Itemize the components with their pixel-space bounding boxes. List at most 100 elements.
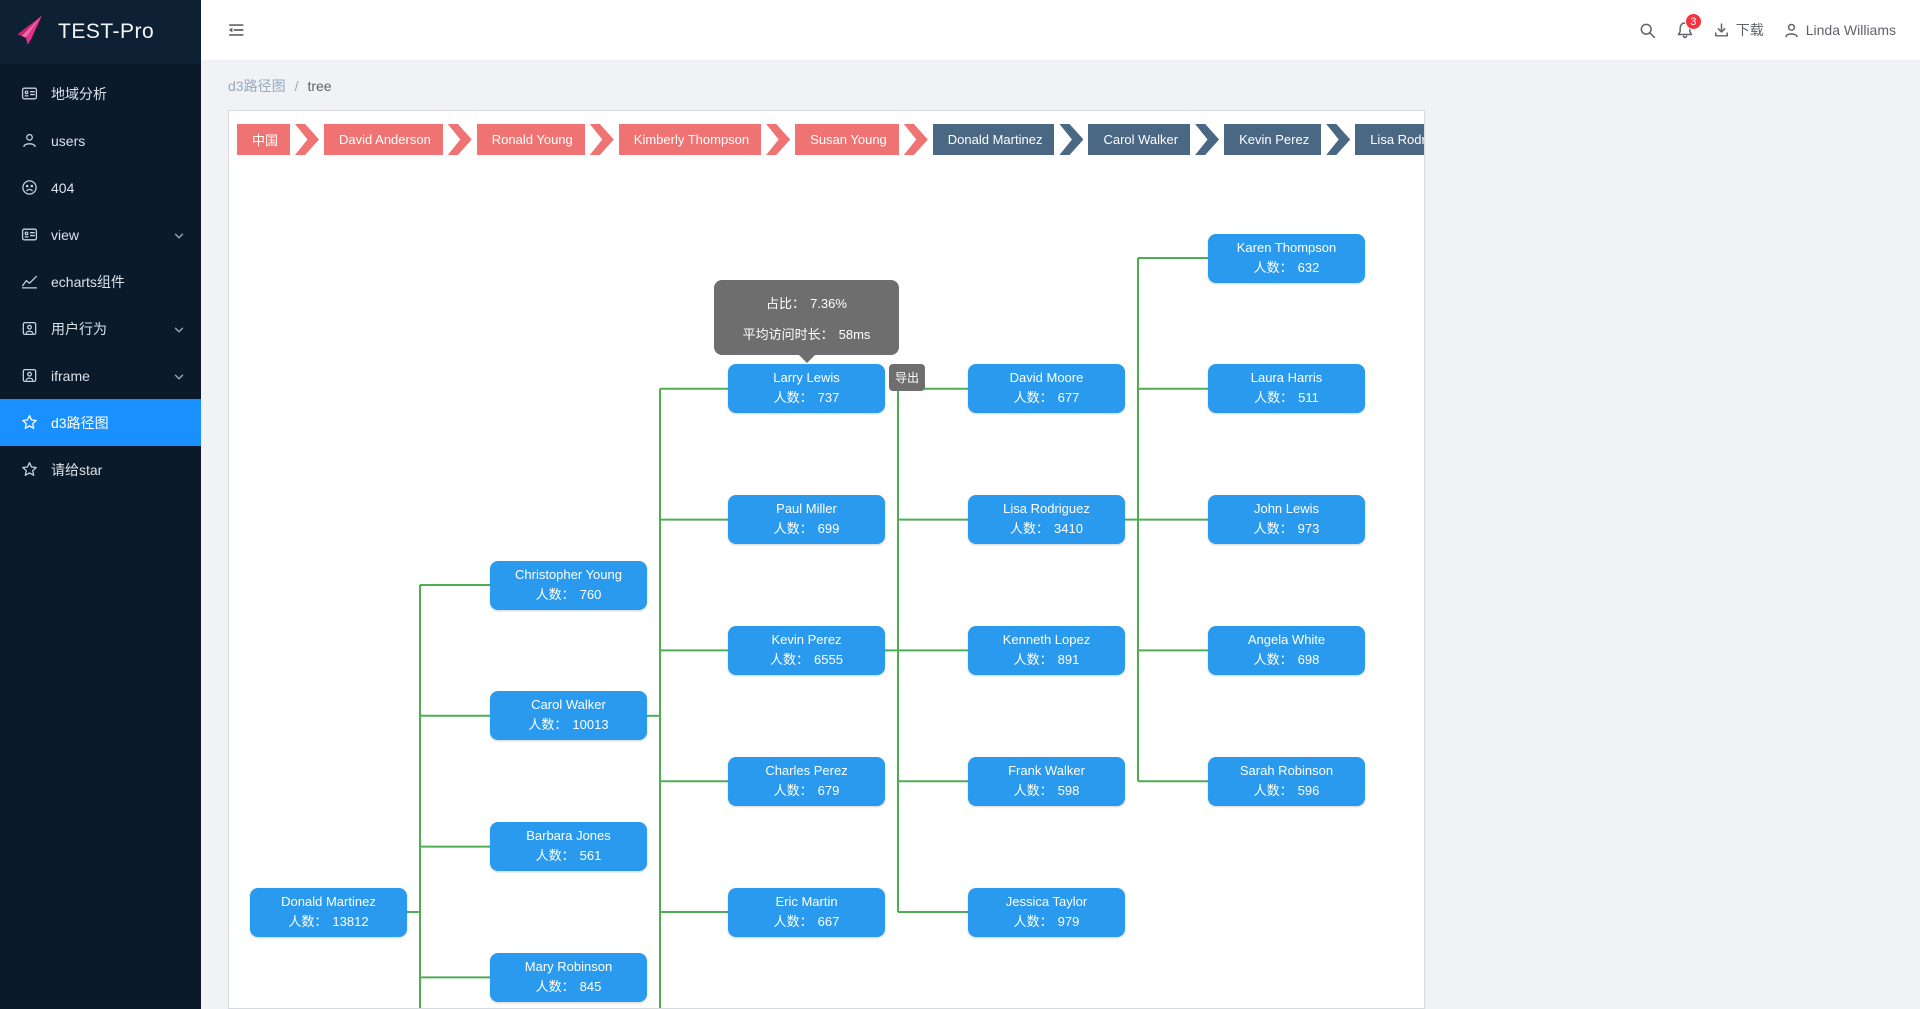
path-chip-label: Lisa Rodriguez [1355,124,1424,155]
tree-node[interactable]: Christopher Young 人数：760 [490,560,647,610]
tree-node-name: Frank Walker [1008,762,1085,778]
sidebar-item-echarts[interactable]: echarts组件 [0,258,201,305]
tree-node-count: 人数：973 [1208,521,1365,537]
region-analysis-icon [21,85,38,102]
sidebar-item-404[interactable]: 404 [0,164,201,211]
notifications-bell-icon[interactable]: 3 [1676,13,1702,39]
tree-node-count: 人数：760 [490,587,647,603]
paper-plane-logo-icon [14,13,48,52]
export-button[interactable]: 导出 [889,364,926,392]
chip-arrow-icon [903,124,928,155]
tree-node[interactable]: Laura Harris 人数：511 [1208,364,1365,414]
chip-arrow-icon [1059,124,1084,155]
tree-node-name: Barbara Jones [526,828,611,844]
user-menu[interactable]: Linda Williams [1783,21,1896,39]
tree-node-count: 人数：596 [1208,783,1365,799]
search-icon[interactable] [1639,21,1657,39]
count-value: 10013 [572,717,609,733]
count-value: 979 [1057,913,1080,929]
path-chip[interactable]: Kevin Perez [1224,124,1355,155]
tree-node-name: Donald Martinez [281,893,376,909]
tree-node[interactable]: John Lewis 人数：973 [1208,495,1365,545]
path-chip-label: Kimberly Thompson [618,124,762,155]
path-chip[interactable]: Donald Martinez [932,124,1089,155]
sidebar-item-give-star[interactable]: 请给star [0,446,201,493]
count-value: 698 [1297,651,1320,667]
download-button[interactable]: 下载 [1713,20,1764,40]
chip-arrow-icon [766,124,791,155]
count-value: 891 [1057,651,1080,667]
count-label: 人数： [1013,651,1053,667]
tree-node-name: Laura Harris [1250,370,1323,386]
path-chip[interactable]: Kimberly Thompson [618,124,795,155]
sidebar-item-region-analysis[interactable]: 地域分析 [0,70,201,117]
count-label: 人数： [773,521,813,537]
path-chip[interactable]: Susan Young [795,124,933,155]
tree-node-count: 人数：679 [728,783,885,799]
path-chip[interactable]: Ronald Young [476,124,619,155]
sidebar-item-iframe[interactable]: iframe [0,352,201,399]
tree-node[interactable]: Barbara Jones 人数：561 [490,822,647,872]
tree-node-name: Kenneth Lopez [1002,631,1091,647]
tree-node-count: 人数：511 [1208,390,1365,406]
tree-node[interactable]: Kenneth Lopez 人数：891 [968,625,1125,675]
count-label: 人数： [1013,390,1053,406]
path-chip-label: 中国 [237,124,291,155]
app-logo[interactable]: TEST-Pro [0,0,201,64]
sidebar-item-users[interactable]: users [0,117,201,164]
tree-node-count: 人数：667 [728,914,885,930]
error-page-icon [21,179,38,196]
chip-arrow-icon [447,124,472,155]
chip-arrow-icon [295,124,320,155]
sidebar-item-view[interactable]: view [0,211,201,258]
path-chip[interactable]: 中国 [237,124,324,155]
count-value: 845 [579,978,602,994]
count-label: 人数： [770,651,810,667]
chip-arrow-icon [1195,124,1220,155]
tree-node-count: 人数：891 [968,652,1125,668]
sidebar-item-label: 请给star [51,461,103,478]
count-value: 13812 [332,913,369,929]
tooltip-label: 平均访问时长： [742,326,834,342]
tree-node-name: John Lewis [1253,501,1320,517]
path-chip-label: Donald Martinez [932,124,1055,155]
username: Linda Williams [1805,22,1896,38]
sidebar-item-d3-path[interactable]: d3路径图 [0,399,201,446]
count-value: 6555 [814,651,843,667]
tree-node-count: 人数：698 [1208,652,1365,668]
path-chip[interactable]: David Anderson [324,124,477,155]
path-chip[interactable]: Carol Walker [1088,124,1224,155]
count-label: 人数： [1253,259,1293,275]
tree-node-name: Christopher Young [515,566,622,582]
collapse-sidebar-icon[interactable] [227,21,245,39]
tree-node-count: 人数：561 [490,848,647,864]
tooltip-line: 平均访问时长：58ms [714,324,899,343]
tooltip-value: 7.36% [810,295,847,311]
tree-node-count: 人数：845 [490,979,647,995]
breadcrumb-section[interactable]: d3路径图 [228,77,286,94]
path-chip[interactable]: Lisa Rodriguez [1355,124,1424,155]
main-area: 3 下载 [201,0,1920,1009]
app-title: TEST-Pro [58,20,155,43]
download-label: 下载 [1735,22,1764,38]
sidebar-item-user-behavior[interactable]: 用户行为 [0,305,201,352]
sidebar-item-label: 用户行为 [51,320,107,337]
count-value: 679 [817,782,840,798]
